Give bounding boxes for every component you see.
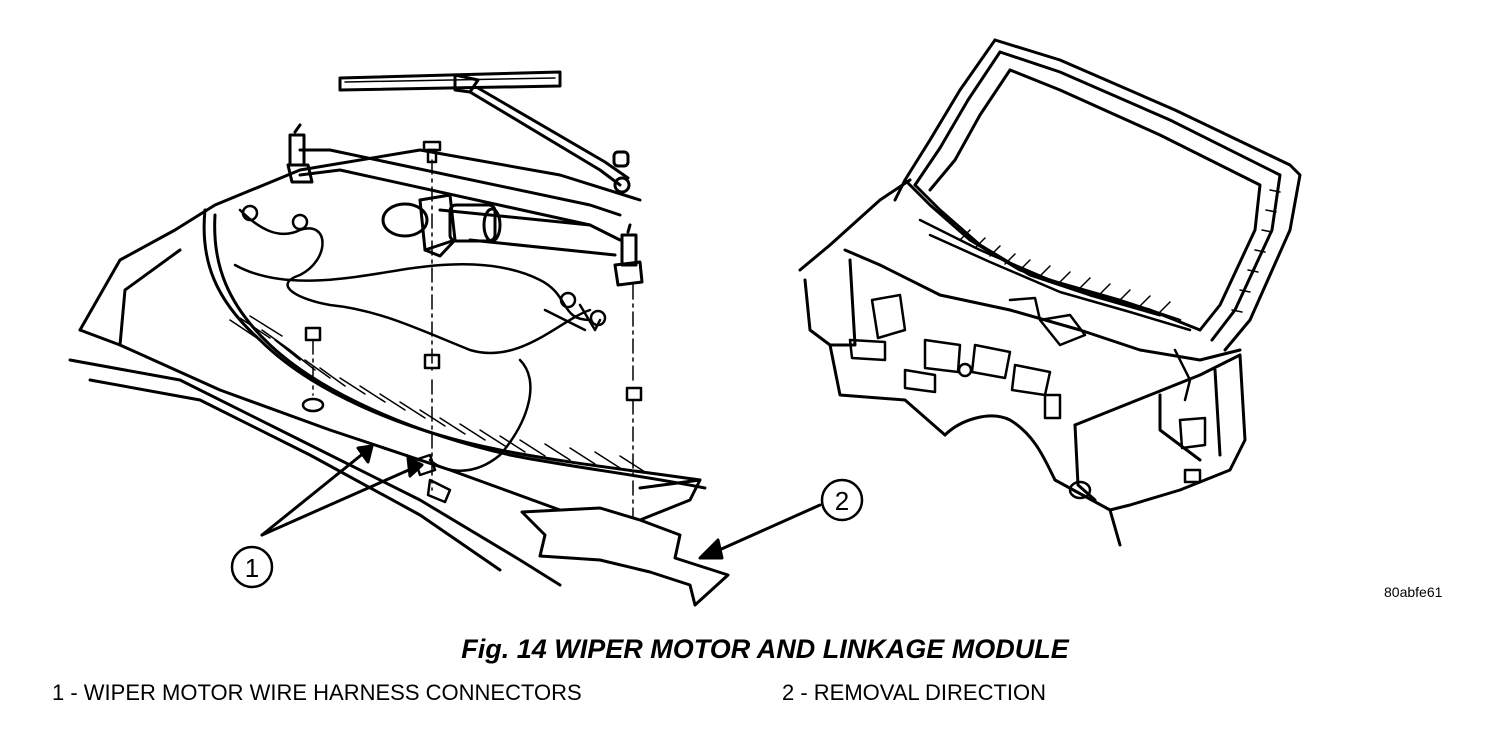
cowl-seal-strip: [229, 315, 646, 473]
wire-harness: [233, 208, 592, 472]
legend-item-1: 1 - WIPER MOTOR WIRE HARNESS CONNECTORS: [52, 680, 582, 705]
callout-2-leaders: [698, 503, 822, 560]
right-pivot: [613, 223, 644, 287]
wiper-motor: [381, 193, 502, 258]
wiper-module-diagram: 1 2: [68, 38, 1302, 607]
right-panel-cutouts: [848, 293, 1207, 500]
callout-1-number: 1: [245, 553, 259, 583]
callout-1-leaders: [260, 444, 424, 537]
linkage-bar: [298, 148, 622, 257]
right-panel-hatch: [959, 189, 1281, 313]
harness-clips: [241, 204, 607, 332]
wiper-arm: [468, 86, 631, 194]
left-pivot: [286, 123, 314, 184]
figure-title: Fig. 14 WIPER MOTOR AND LINKAGE MODULE: [461, 634, 1069, 664]
wiper-blade: [338, 70, 562, 94]
image-code: 80abfe61: [1384, 584, 1443, 600]
removal-direction-arrow: [520, 506, 730, 607]
legend-item-2: 2 - REMOVAL DIRECTION: [782, 680, 1047, 705]
callout-2: 2: [820, 478, 864, 522]
callout-1: 1: [230, 545, 274, 589]
callout-2-number: 2: [835, 486, 849, 516]
cowl-panel: [68, 148, 707, 587]
right-cowl-panel: [798, 178, 1247, 547]
